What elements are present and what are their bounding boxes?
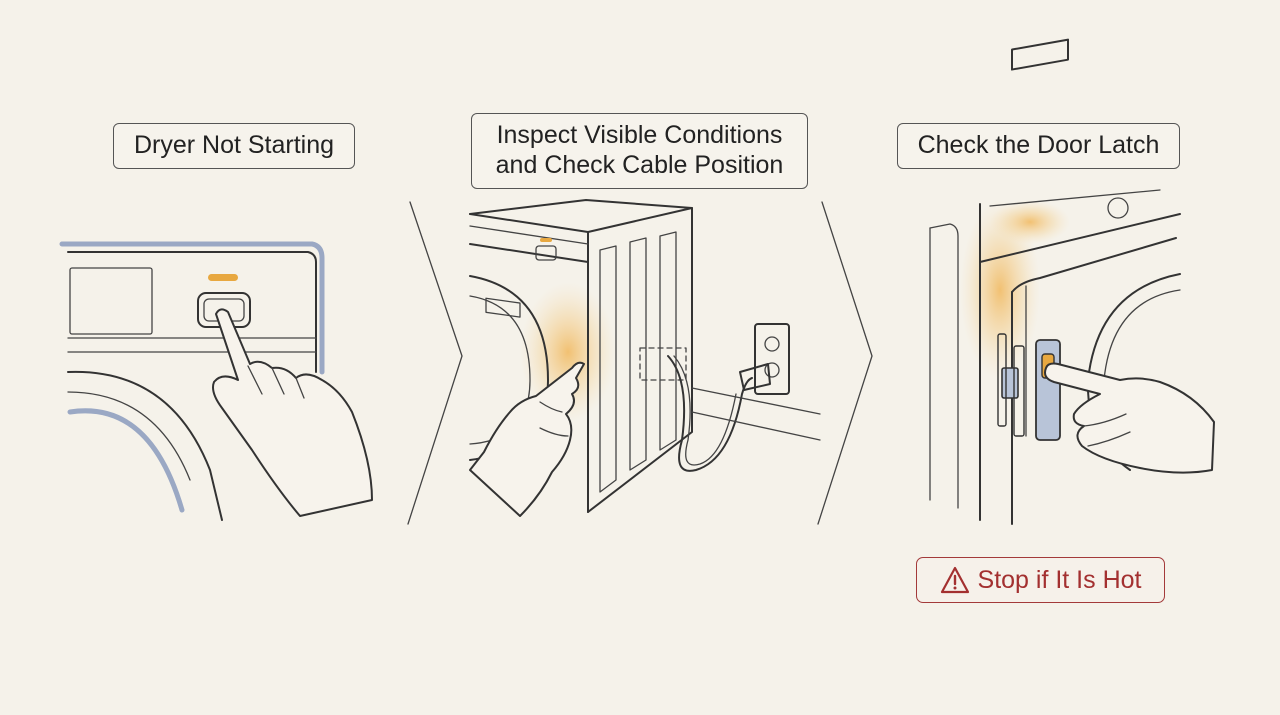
latch-striker	[1001, 367, 1019, 399]
panel-1-dryer-control	[59, 241, 373, 521]
panel-3-door-latch	[929, 38, 1215, 525]
step-arrow-2	[817, 201, 873, 525]
power-indicator-light	[208, 274, 238, 281]
warning-text: Stop if It Is Hot	[977, 566, 1142, 594]
step-2-title-line-2: and Check Cable Position	[495, 151, 784, 179]
warning-triangle-icon	[940, 566, 969, 594]
panel-2-dryer-side	[469, 199, 821, 517]
hot-warning-label: Stop if It Is Hot	[916, 557, 1165, 603]
step-arrow-1	[407, 201, 463, 525]
step-1-title: Dryer Not Starting	[113, 123, 355, 169]
wall-outlet	[754, 323, 790, 395]
step-2-title-line-1: Inspect Visible Conditions	[496, 121, 783, 149]
step-3-title: Check the Door Latch	[897, 123, 1180, 169]
step-2-title: Inspect Visible Conditions and Check Cab…	[471, 113, 808, 189]
